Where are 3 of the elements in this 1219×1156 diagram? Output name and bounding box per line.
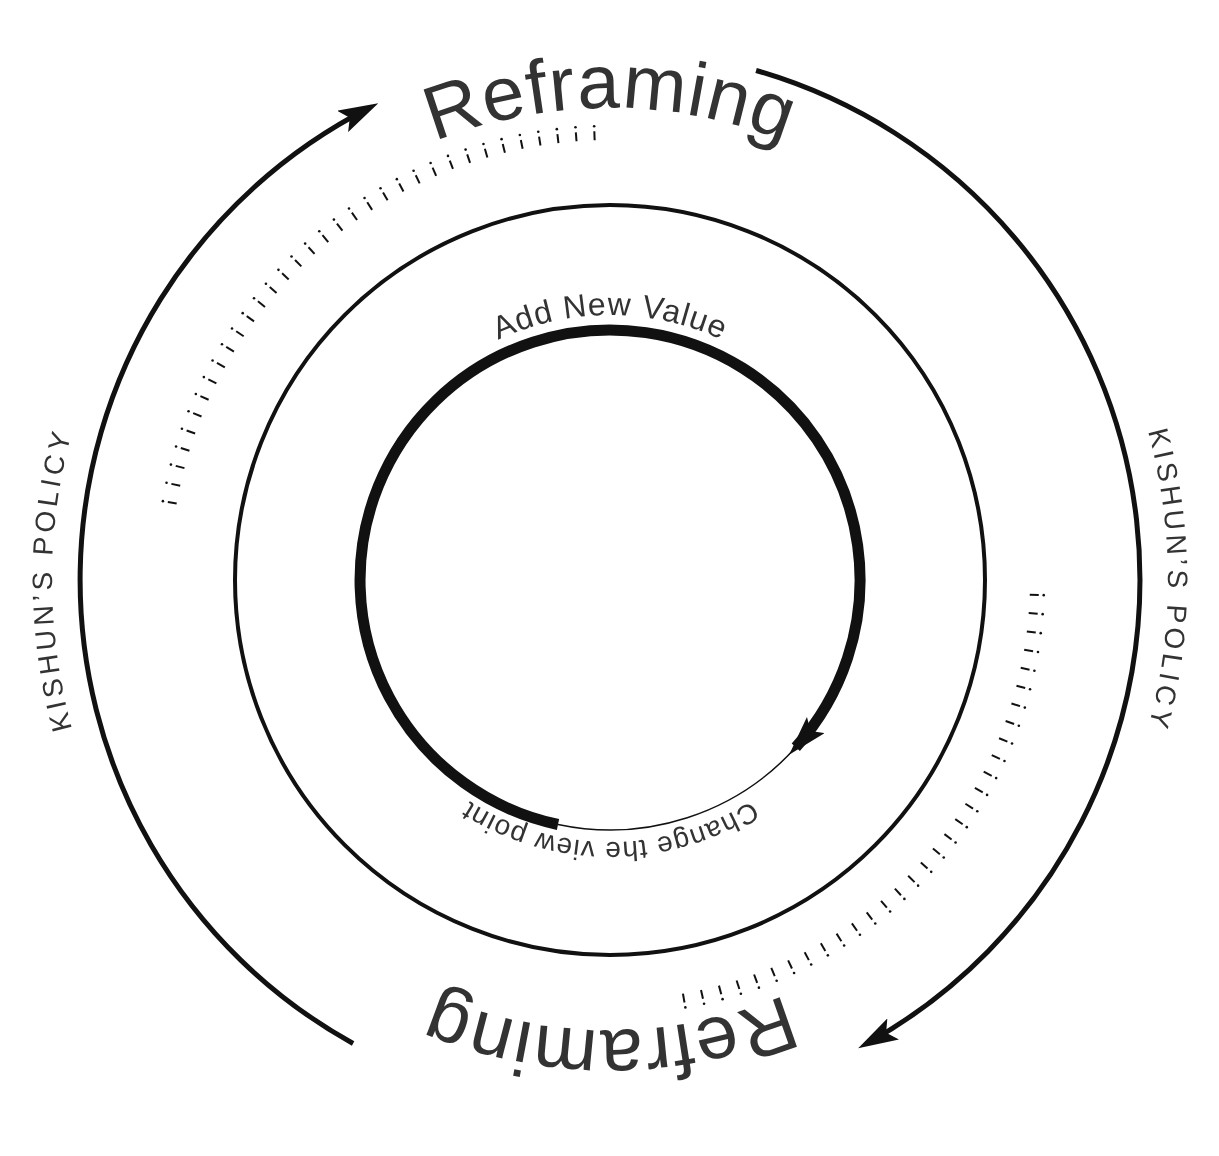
center-label: Add New Value xyxy=(486,285,734,347)
reframing-title: Reframing xyxy=(410,980,809,1100)
reframing-title: Reframing xyxy=(412,38,809,157)
